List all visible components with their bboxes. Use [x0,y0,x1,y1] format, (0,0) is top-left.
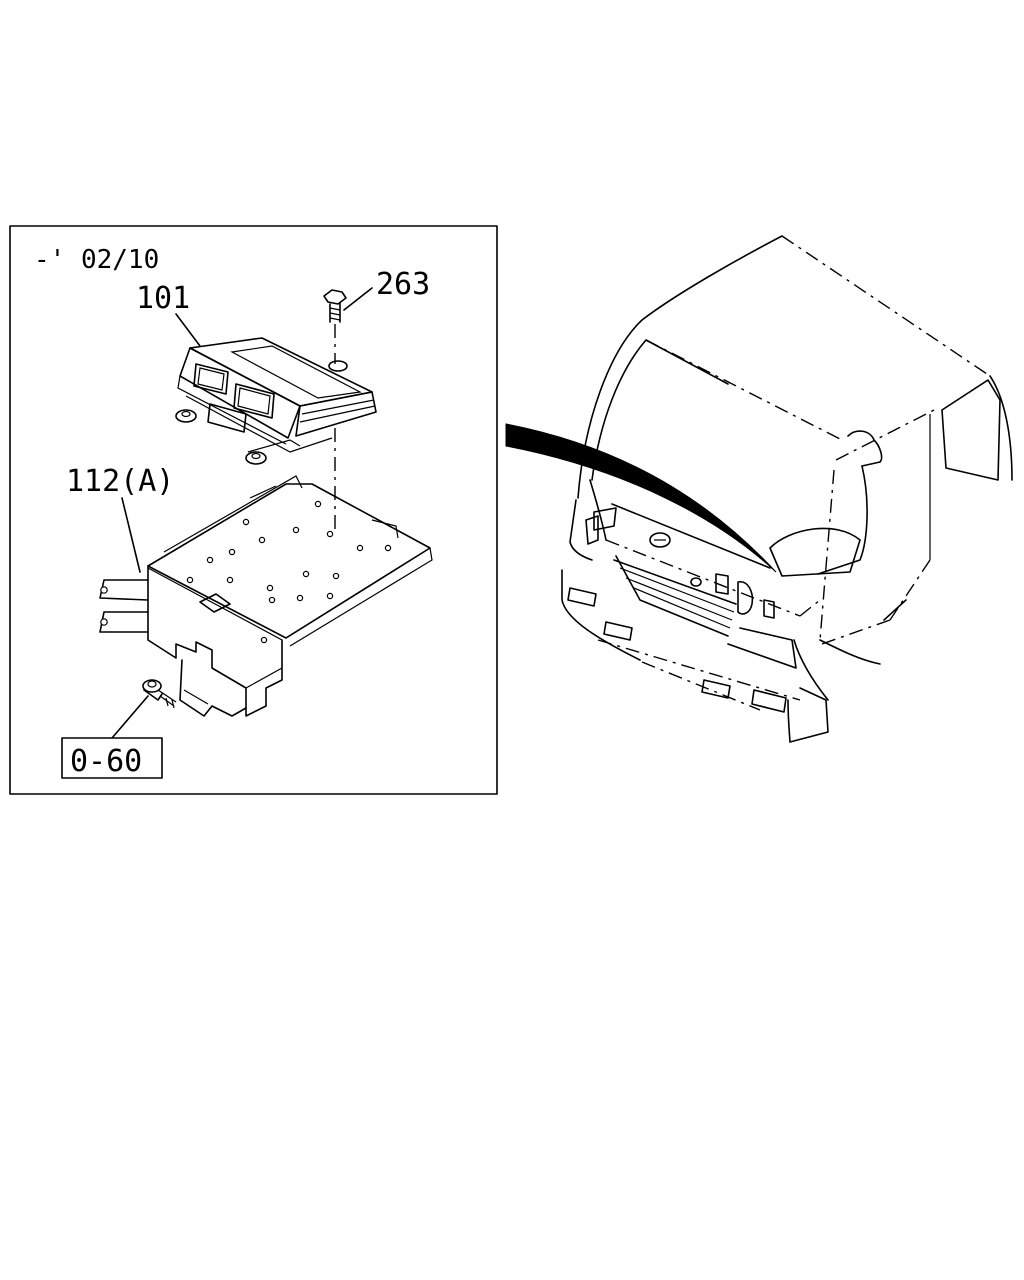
callout-263: 263 [376,267,430,302]
inset-frame [9,225,498,795]
callout-112a: 112(A) [66,464,174,499]
ref-label-0-60: 0-60 [70,744,142,779]
callout-101: 101 [136,281,190,316]
bolt-263-icon [323,289,347,364]
leader-263 [343,287,373,311]
leader-112a [121,497,141,573]
ref-box-0-60: 0-60 [61,737,163,779]
leader-0-60 [111,695,149,739]
date-range-label: -' 02/10 [34,245,159,275]
leader-101 [175,313,201,347]
location-pointer [505,423,777,573]
screw-icon [142,679,177,709]
truck-cab-illustration [561,235,1013,743]
ecu-module-icon [175,337,377,465]
mounting-bracket-icon [99,475,433,717]
